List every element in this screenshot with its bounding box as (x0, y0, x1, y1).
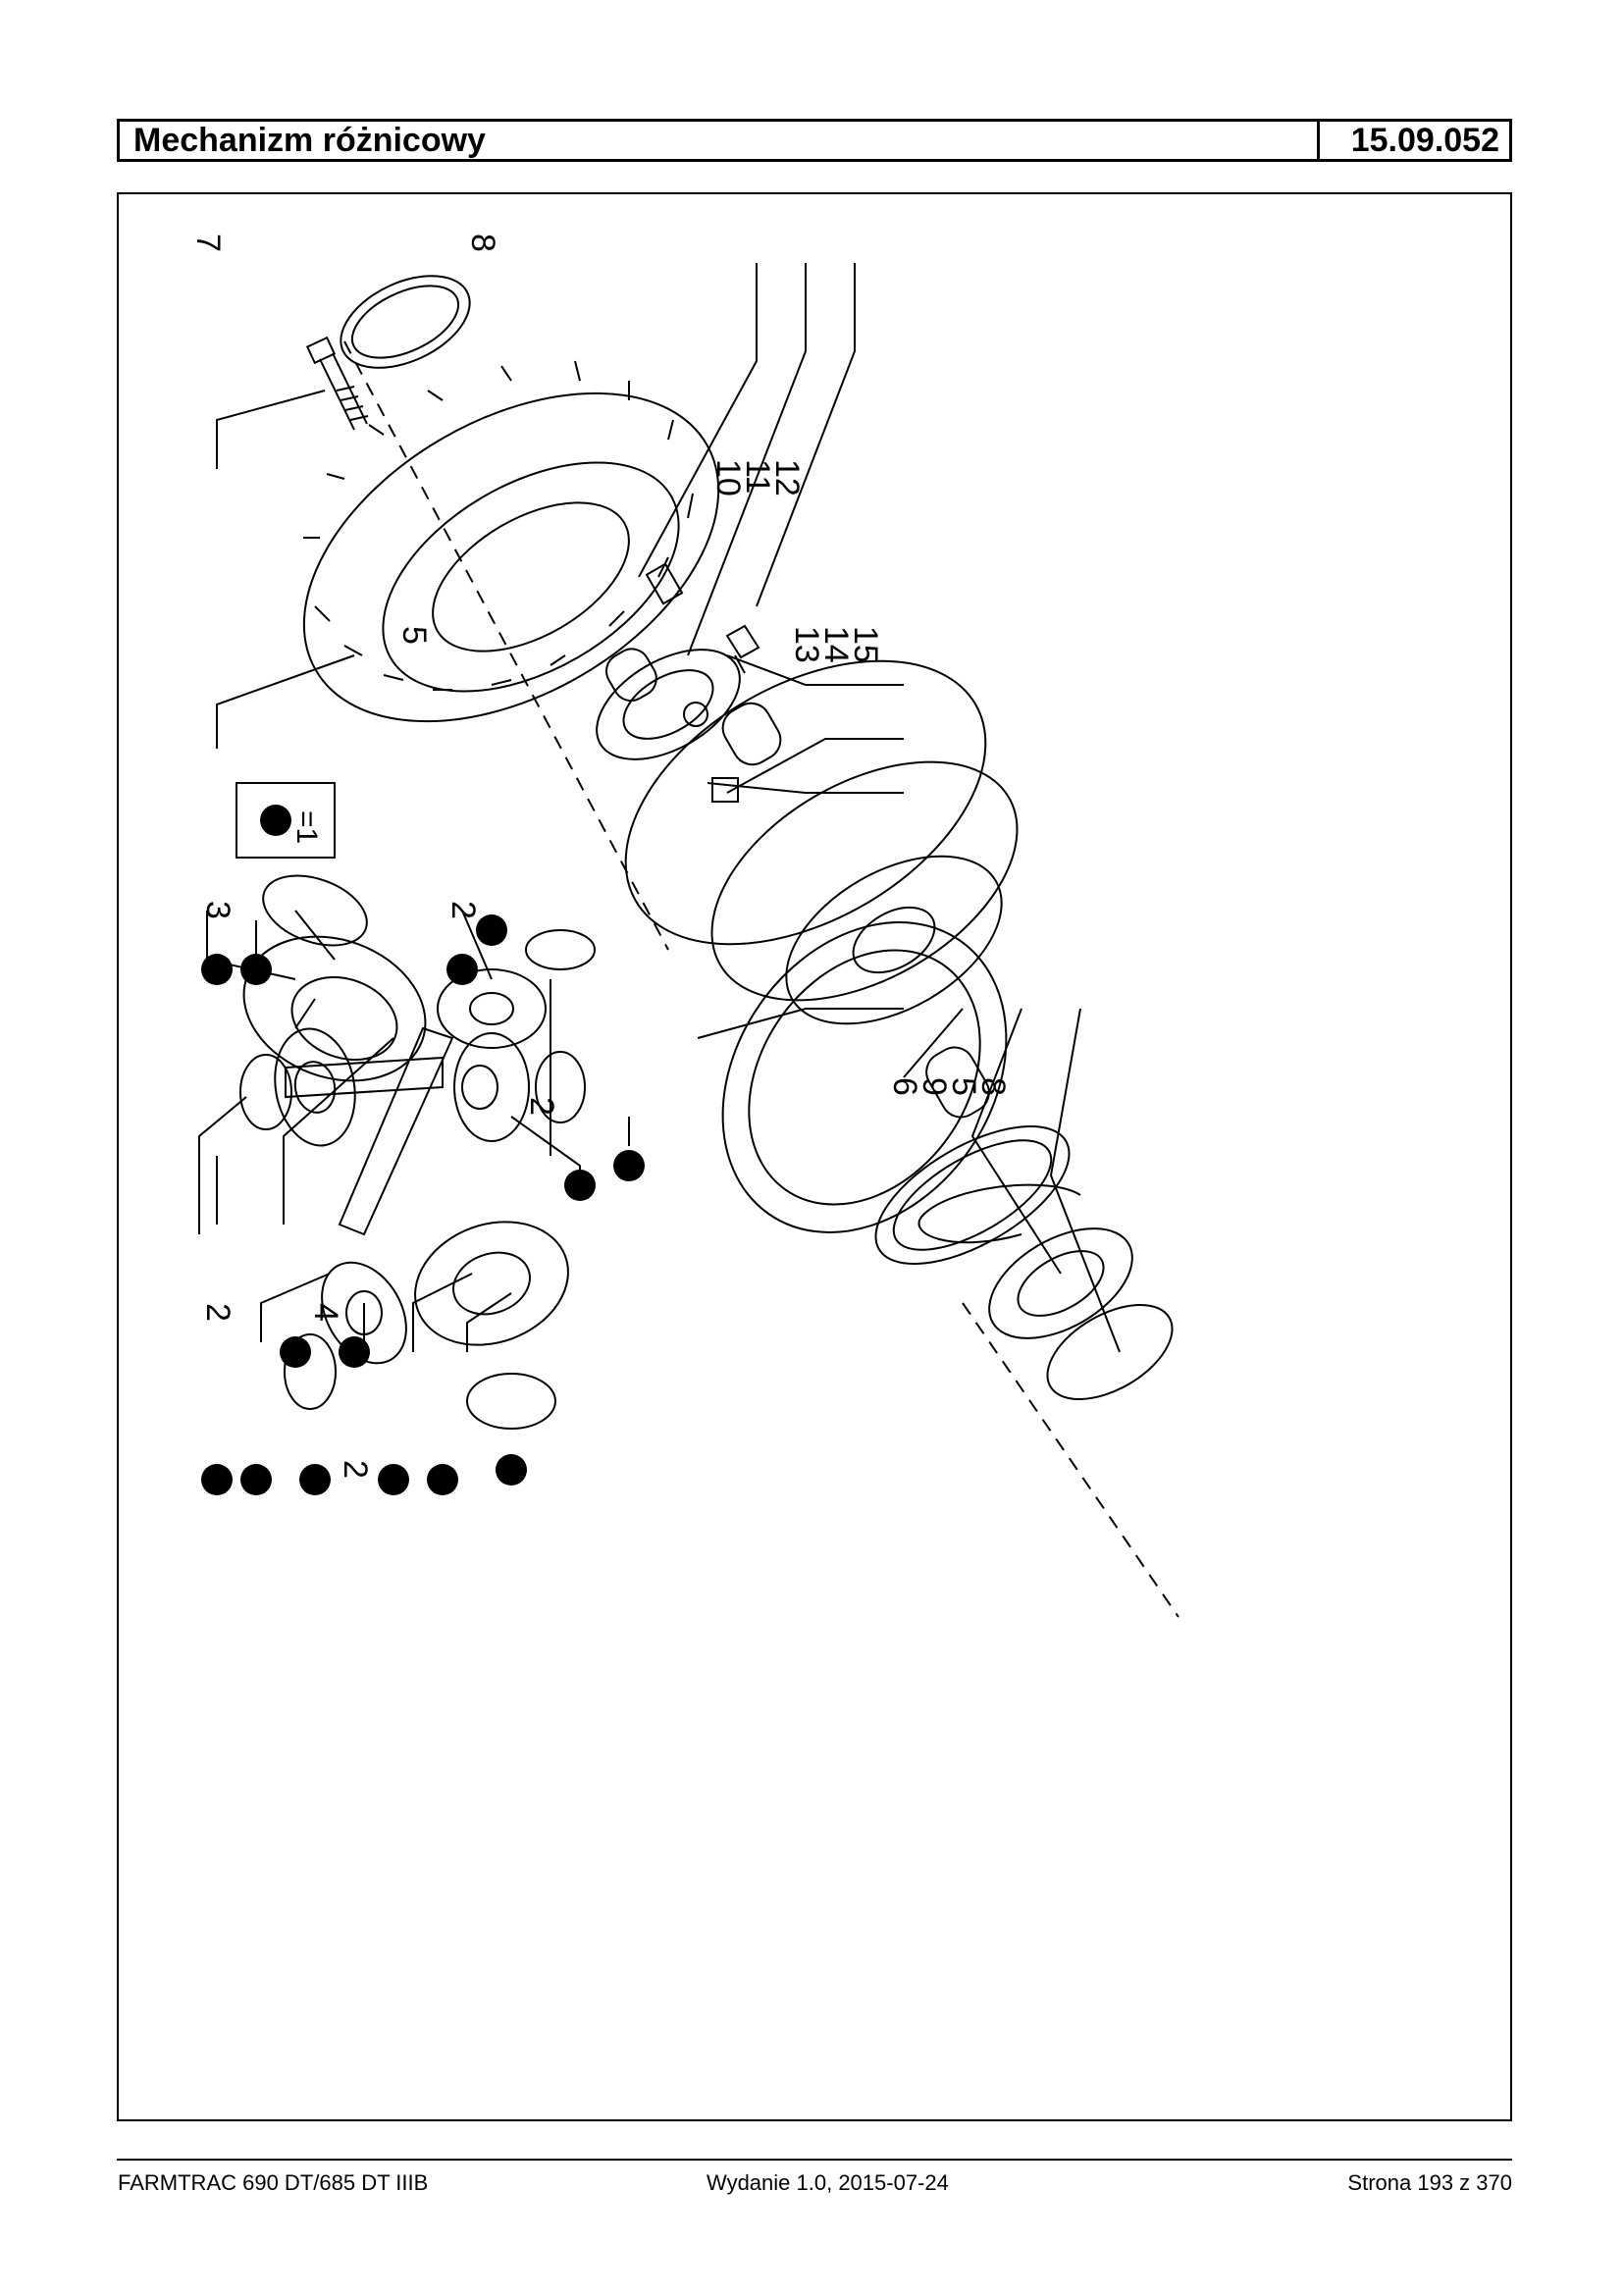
bolt-part (305, 336, 369, 431)
footer-model: FARMTRAC 690 DT/685 DT IIIB (118, 2170, 429, 2195)
differential-housing-part (605, 648, 1019, 1119)
quantity-markers (201, 914, 645, 1495)
callout-2-upper: 2 (445, 901, 482, 919)
side-gear-washer-part-lower (466, 1373, 556, 1430)
planet-washer-part-bottom (284, 1333, 337, 1410)
legend-text: =1 (290, 810, 323, 844)
spring-part (683, 702, 708, 727)
callout-7: 7 (189, 234, 227, 252)
legend-box: =1 (236, 782, 336, 859)
footer-edition: Wydanie 1.0, 2015-07-24 (707, 2170, 949, 2195)
shim-washer-part-lower (1046, 1303, 1174, 1401)
exploded-view-drawing: 7 8 10 11 12 5 13 14 15 3 2 2 6 9 5 8 2 … (189, 234, 1179, 1618)
planet-washer-part-mid (525, 929, 596, 970)
callout-2-left: 2 (199, 1303, 236, 1322)
side-gear-washer-part (262, 874, 368, 947)
bearing-part-lower (988, 1227, 1133, 1339)
planet-gear-part-right (453, 1032, 530, 1142)
crown-wheel-part (302, 360, 720, 723)
callout-3-upper: 3 (199, 901, 236, 919)
circlip-part (917, 1183, 1081, 1244)
callout-6: 6 (886, 1077, 923, 1096)
callout-2-bottom: 2 (337, 1460, 374, 1479)
callout-11: 11 (739, 459, 776, 494)
callout-9: 9 (916, 1077, 953, 1096)
thrust-washer-part (874, 1125, 1071, 1265)
callout-8: 8 (464, 234, 501, 252)
footer-page-number: Strona 193 z 370 (1347, 2170, 1512, 2195)
shim-washer-part (340, 275, 471, 369)
callout-8-lower: 8 (974, 1077, 1012, 1096)
assembly-axis (343, 340, 1179, 1618)
planet-washer-part-left (239, 1054, 292, 1130)
page-header: Mechanizm różnicowy 15.09.052 (117, 119, 1512, 162)
callout-5-lower: 5 (945, 1077, 982, 1096)
legend-marker-icon (260, 805, 291, 836)
callout-13: 13 (788, 626, 825, 663)
section-code: 15.09.052 (1317, 122, 1509, 159)
callout-12: 12 (768, 459, 806, 496)
callout-15: 15 (847, 626, 884, 663)
callout-2-mid: 2 (523, 1097, 560, 1116)
callout-4: 4 (307, 1303, 344, 1322)
sleeve-part (711, 777, 739, 803)
cross-shaft-part (285, 1026, 454, 1236)
callout-10: 10 (709, 459, 747, 496)
exploded-view-frame: 7 8 10 11 12 5 13 14 15 3 2 2 6 9 5 8 2 … (117, 192, 1512, 2121)
callout-14: 14 (817, 626, 855, 663)
pin-part (645, 562, 684, 605)
planet-washer-part-right (535, 1051, 586, 1123)
callout-labels: 7 8 10 11 12 5 13 14 15 3 2 2 6 9 5 8 2 … (189, 234, 1012, 1479)
planet-gear-part-left (274, 1027, 356, 1147)
retainer-ring-part (721, 921, 1008, 1233)
page-title: Mechanizm różnicowy (133, 122, 486, 159)
footer-rule (117, 2159, 1512, 2161)
callout-5: 5 (395, 626, 433, 645)
side-gear-part-lower (414, 1221, 569, 1346)
planet-gear-part-mid (437, 968, 547, 1049)
bearing-part-upper (596, 649, 741, 760)
